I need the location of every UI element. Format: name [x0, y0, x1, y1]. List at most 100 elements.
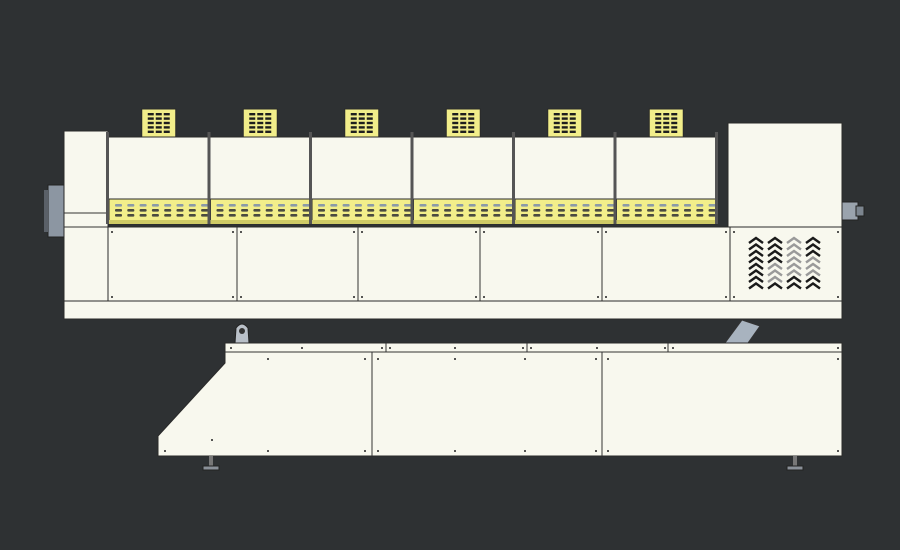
vent-slot	[521, 209, 528, 212]
bolt	[353, 231, 355, 233]
module-divider	[207, 132, 211, 224]
grille-slot	[163, 121, 170, 125]
grille-slot	[460, 130, 467, 133]
vent-slot	[201, 204, 209, 207]
vent-slot	[468, 214, 476, 217]
bolt	[364, 450, 366, 452]
vent-slot	[151, 214, 159, 217]
chevron	[805, 275, 821, 283]
bolt	[267, 358, 269, 360]
grille-slot	[366, 117, 373, 120]
vent-slot	[582, 209, 590, 212]
grille-slot	[452, 117, 459, 120]
vent-slot	[290, 209, 298, 212]
vent-slot	[354, 204, 362, 207]
vent-slot	[570, 204, 578, 207]
grille-slot	[350, 130, 357, 133]
vent-slot	[290, 204, 298, 207]
vent-slot	[594, 209, 602, 212]
chevron	[748, 269, 764, 277]
bolt	[837, 358, 839, 360]
vent-slot	[659, 214, 667, 217]
barrel-module	[410, 108, 515, 225]
bolt	[522, 347, 524, 349]
vent-slot	[265, 214, 273, 217]
bolt	[267, 450, 269, 452]
grille-slot	[655, 113, 662, 116]
vent-slot	[456, 214, 464, 217]
chevron	[786, 249, 802, 257]
vent-slot	[151, 204, 159, 207]
grille-slot	[569, 121, 576, 125]
barrel-shell	[513, 136, 616, 200]
grille-slot	[468, 126, 475, 129]
chevron	[786, 243, 802, 251]
vent-slot	[188, 214, 196, 217]
vent-slot	[201, 209, 209, 212]
top-grille	[344, 108, 380, 138]
bolt	[211, 439, 213, 441]
grille-slot	[553, 117, 560, 120]
vent-slot	[481, 204, 488, 207]
bolt	[605, 231, 607, 233]
vent-slot	[379, 209, 387, 212]
vent-slot	[241, 214, 249, 217]
grille-slot	[671, 117, 678, 120]
vent-slot	[622, 214, 630, 217]
vent-slot	[404, 209, 412, 212]
bolt	[475, 296, 477, 298]
bolt	[597, 231, 599, 233]
vent-strip-base	[413, 220, 513, 224]
vent-slot	[647, 209, 655, 212]
vent-slot	[253, 209, 261, 212]
vent-slot	[456, 209, 464, 212]
chevron	[767, 256, 783, 264]
vent-slot	[634, 209, 642, 212]
vent-slot	[164, 214, 172, 217]
grille-slot	[569, 113, 576, 116]
grille-slot	[163, 126, 170, 129]
vent-slot	[216, 204, 224, 207]
bolt	[524, 450, 526, 452]
grille-slot	[460, 117, 467, 120]
vent-slot	[127, 214, 135, 217]
left-housing	[63, 130, 109, 302]
bolt	[524, 358, 526, 360]
left-shaft-flange	[44, 190, 48, 232]
bolt	[607, 358, 609, 360]
vent-slot	[505, 214, 513, 217]
vent-slot	[115, 209, 122, 212]
bolt	[230, 347, 232, 349]
bolt	[454, 347, 456, 349]
vent-slot	[696, 204, 704, 207]
vent-slot	[708, 209, 716, 212]
vent-slot	[302, 209, 310, 212]
vent-slot	[241, 204, 249, 207]
bolt	[240, 231, 242, 233]
lower-stand	[157, 342, 843, 457]
grille-slot	[358, 121, 365, 125]
vent-slot	[290, 214, 298, 217]
vent-slot	[647, 204, 655, 207]
chevron	[786, 269, 802, 277]
bolt	[232, 231, 234, 233]
bolt	[483, 231, 485, 233]
chevron	[767, 275, 783, 283]
vent-slot	[151, 209, 159, 212]
vent-slot	[634, 214, 642, 217]
bolt	[361, 231, 363, 233]
vent-slot	[330, 214, 338, 217]
grille-slot	[249, 113, 256, 116]
bolt	[353, 296, 355, 298]
vent-slot	[342, 209, 350, 212]
vent-slot	[545, 209, 553, 212]
grille-slot	[147, 130, 154, 133]
vent-slot	[188, 209, 196, 212]
grille-slot	[655, 130, 662, 133]
grille-slot	[358, 130, 365, 133]
vent-slot	[419, 214, 427, 217]
vent-slot	[444, 204, 452, 207]
vent-slot	[505, 209, 513, 212]
chevron	[767, 269, 783, 277]
vent-slot	[582, 214, 590, 217]
